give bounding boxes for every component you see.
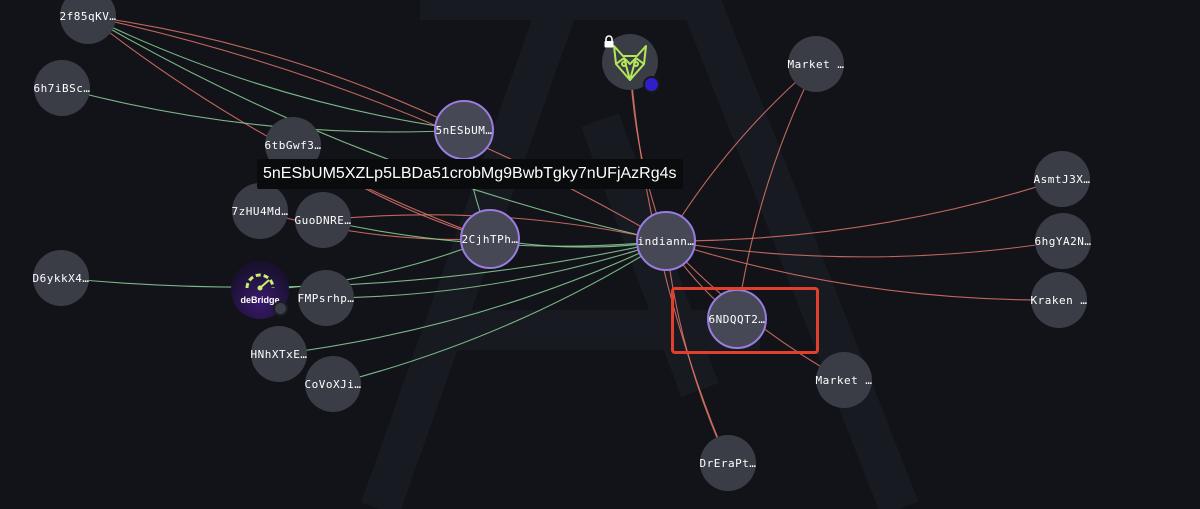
graph-node-2cjh[interactable]: 2CjhTPh…	[460, 209, 520, 269]
graph-node-covo[interactable]: CoVoXJi…	[305, 356, 361, 412]
node-label: 6tbGwf3…	[264, 138, 322, 152]
graph-node-6hgy[interactable]: 6hgYA2N…	[1035, 213, 1091, 269]
edge-indi-Asmt	[665, 178, 1063, 242]
graph-node-fmps[interactable]: FMPsrhp…	[298, 270, 354, 326]
edge-debridge-2Cjh	[259, 238, 491, 291]
edge-2f85-indi	[87, 15, 667, 242]
graph-node-indiann[interactable]: indiann…	[636, 211, 696, 271]
graph-node-d6yk[interactable]: D6ykkX4…	[33, 250, 89, 306]
node-label: HNhXTxE…	[250, 347, 308, 361]
graph-node-5nes[interactable]: 5nESbUM…	[434, 100, 494, 160]
graph-node-7zhu[interactable]: 7zHU4Md…	[232, 183, 288, 239]
node-label: 6h7iBSc…	[33, 81, 91, 95]
node-label: Market …	[815, 373, 873, 387]
node-label: GuoDNRE…	[294, 213, 352, 227]
graph-node-guod[interactable]: GuoDNRE…	[295, 192, 351, 248]
status-badge-blue	[643, 76, 660, 93]
graph-node-drer[interactable]: DrEraPt…	[700, 435, 756, 491]
node-label: AsmtJ3X…	[1033, 172, 1091, 186]
edge-indi-Krak	[665, 240, 1060, 301]
edge-CoVo-indi	[332, 240, 667, 385]
node-label: Kraken …	[1030, 293, 1088, 307]
node-label: FMPsrhp…	[297, 291, 355, 305]
node-label: D6ykkX4…	[32, 271, 90, 285]
node-label: 2f85qKV…	[59, 9, 117, 23]
edge-6h7i-5nES	[61, 87, 465, 133]
debridge-logo-icon	[245, 273, 275, 291]
node-label: DrEraPt…	[699, 456, 757, 470]
node-label: 7zHU4Md…	[231, 204, 289, 218]
gnosis-owl-logo-icon	[613, 45, 647, 81]
edge-MktTop-indi	[665, 63, 817, 242]
edge-indi-6hgY	[665, 240, 1064, 258]
debridge-logo-text: deBridge	[240, 295, 280, 305]
edge-FMPs-indi	[325, 240, 667, 299]
node-label: 2CjhTPh…	[461, 232, 519, 246]
lock-icon	[604, 35, 614, 48]
node-address-tooltip: 5nESbUM5XZLp5LBDa51crobMg9BwbTgky7nUFjAz…	[257, 159, 683, 189]
node-label: indiann…	[637, 234, 695, 248]
edge-2f85-5nES	[87, 15, 465, 131]
edge-D6yk-indi	[60, 240, 667, 288]
graph-node-hnhx[interactable]: HNhXTxE…	[251, 326, 307, 382]
graph-node-debridge[interactable]: deBridge	[231, 261, 289, 319]
graph-node-market-top[interactable]: Market …	[788, 36, 844, 92]
selection-highlight-box	[671, 287, 819, 354]
node-label: CoVoXJi…	[304, 377, 362, 391]
graph-node-market-bottom[interactable]: Market …	[816, 352, 872, 408]
edge-2f85-indi	[87, 15, 667, 242]
node-label: Market …	[787, 57, 845, 71]
graph-node-6h7i[interactable]: 6h7iBSc…	[34, 60, 90, 116]
graph-node-kraken[interactable]: Kraken …	[1031, 272, 1087, 328]
edge-HNhX-indi	[278, 240, 667, 355]
status-badge-gray	[273, 301, 288, 316]
node-label: 5nESbUM…	[435, 123, 493, 137]
node-label: 6hgYA2N…	[1034, 234, 1092, 248]
edge-2f85-5nES	[87, 15, 465, 131]
edge-MktTop-6NDQ	[736, 63, 817, 320]
graph-node-asmt[interactable]: AsmtJ3X…	[1034, 151, 1090, 207]
